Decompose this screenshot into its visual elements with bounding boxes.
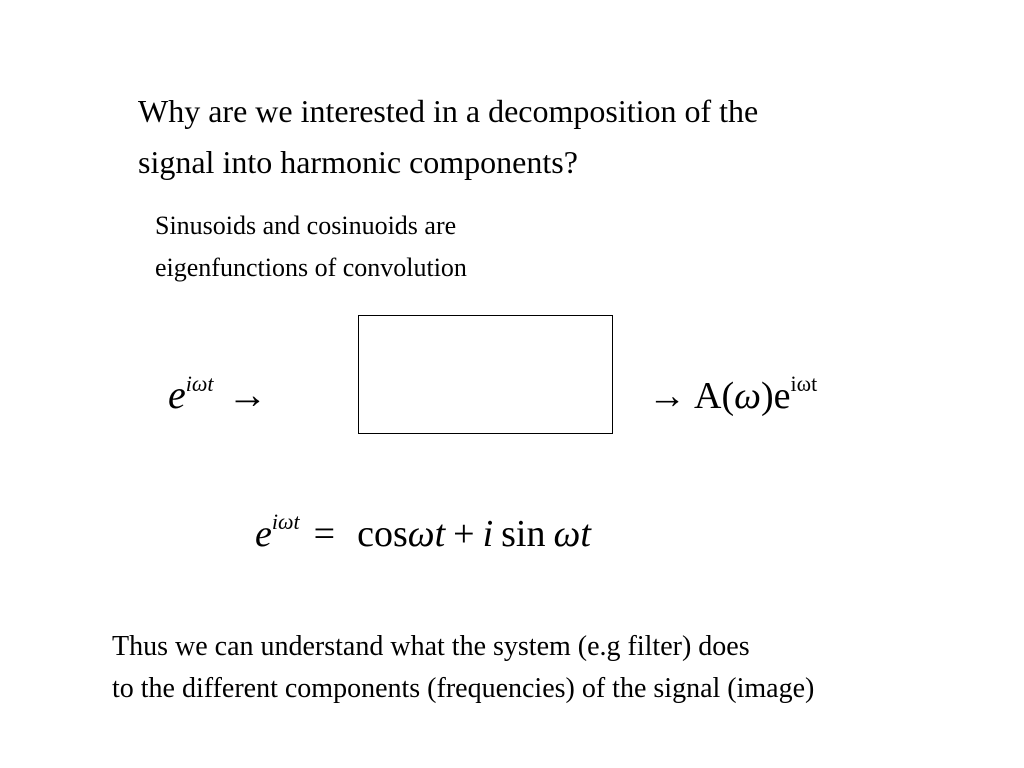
euler-sin: sin (501, 513, 546, 555)
euler-cos: cos (357, 513, 408, 555)
input-base: e (168, 372, 186, 417)
output-arrow-icon: → (648, 375, 686, 417)
footer-line-1: Thus we can understand what the system (… (112, 631, 750, 662)
input-exponent: iωt (185, 371, 214, 396)
eigen-input-expression: eiωt → (168, 356, 268, 423)
euler-omega-t-2: ωt (553, 513, 591, 555)
input-arrow-icon: → (227, 372, 268, 417)
footer-line-2: to the different components (frequencies… (112, 673, 815, 704)
output-exponent: iωt (790, 371, 818, 396)
euler-omega-t-1: ωt (407, 513, 446, 555)
heading-line-2: signal into harmonic components? (138, 144, 578, 180)
eigen-output-expression: →A(ω)eiωt (648, 356, 817, 424)
system-box (358, 315, 613, 434)
heading-line-1: Why are we interested in a decomposition… (138, 93, 759, 129)
output-omega: ω (734, 375, 761, 417)
output-gain-label: A( (694, 375, 735, 417)
slide-subheading: Sinusoids and cosinuoids are eigenfuncti… (155, 205, 467, 289)
output-close: )e (760, 375, 791, 417)
euler-plus: + (453, 513, 475, 555)
euler-base: e (255, 513, 272, 555)
euler-i: i (482, 513, 494, 555)
slide-footer: Thus we can understand what the system (… (112, 626, 814, 710)
subheading-line-2: eigenfunctions of convolution (155, 253, 467, 282)
slide-heading: Why are we interested in a decomposition… (138, 86, 758, 188)
euler-equals: = (313, 513, 336, 555)
subheading-line-1: Sinusoids and cosinuoids are (155, 211, 457, 240)
euler-exponent: iωt (271, 509, 300, 534)
